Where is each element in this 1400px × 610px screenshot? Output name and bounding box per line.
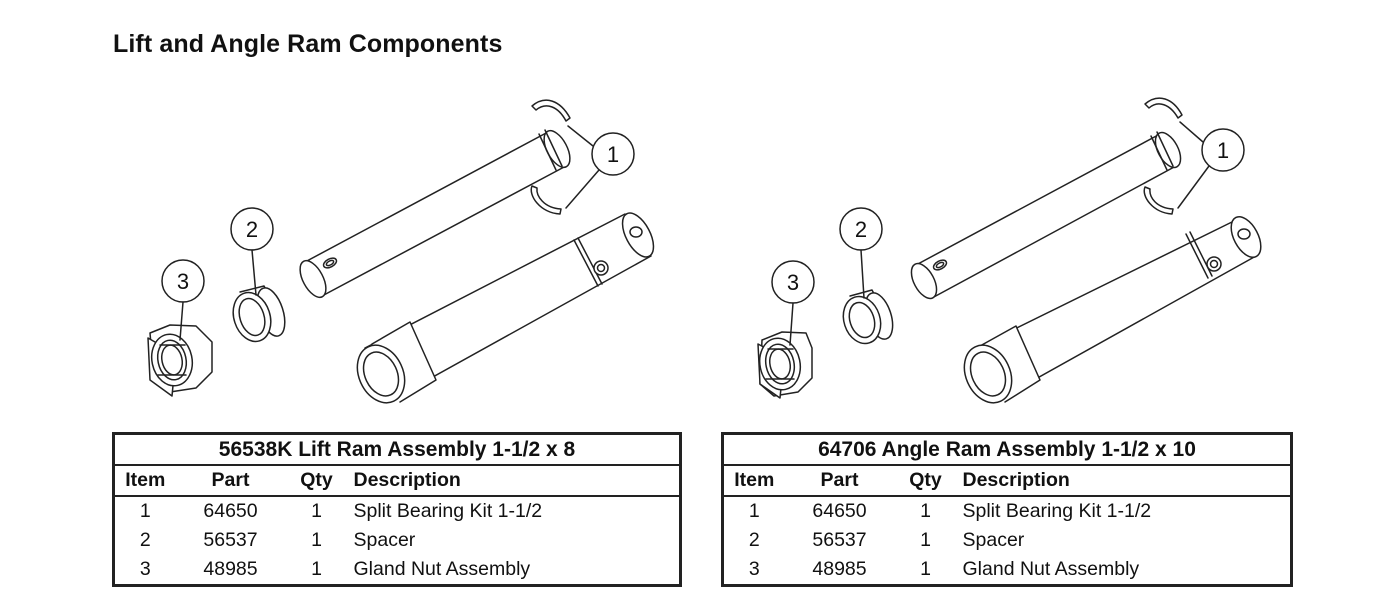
table-row: 2 56537 1 Spacer [114, 526, 681, 555]
cell-qty: 1 [311, 500, 322, 522]
column-header-description: Description [347, 465, 681, 497]
cell-item: 1 [139, 500, 151, 522]
table-row: 1 64650 1 Split Bearing Kit 1-1/2 [114, 496, 681, 526]
table-header-row: Item Part Qty Description [722, 465, 1292, 497]
svg-text:3: 3 [177, 269, 189, 294]
cell-description: Spacer [962, 529, 1025, 551]
diagram-lift: 1 2 3 [147, 99, 655, 404]
table-row: 2 56537 1 Spacer [723, 526, 1292, 555]
cell-part: 64650 [812, 500, 867, 522]
cell-description: Split Bearing Kit 1-1/2 [962, 500, 1152, 522]
cell-item: 2 [139, 529, 151, 551]
cell-part: 56537 [203, 529, 258, 551]
table-row: 3 48985 1 Gland Nut Assembly [114, 555, 681, 586]
column-header-part: Part [175, 465, 286, 497]
split-bearing-icon [530, 99, 571, 215]
cell-item: 3 [748, 558, 760, 580]
column-header-part: Part [784, 465, 895, 497]
svg-text:2: 2 [855, 217, 867, 242]
table-title: 56538K Lift Ram Assembly 1-1/2 x 8 [113, 433, 681, 466]
exploded-view-drawings: 1 2 3 [147, 97, 1262, 404]
cell-part: 56537 [812, 529, 867, 551]
cell-qty: 1 [920, 529, 931, 551]
callout-3: 3 [771, 260, 815, 346]
cell-description: Gland Nut Assembly [353, 558, 531, 580]
callout-3: 3 [161, 259, 205, 341]
spacer-icon [232, 285, 286, 343]
table-row: 1 64650 1 Split Bearing Kit 1-1/2 [723, 496, 1292, 526]
parts-table-angle-ram: 64706 Angle Ram Assembly 1-1/2 x 10 Item… [721, 432, 1293, 587]
svg-text:3: 3 [787, 270, 799, 295]
cylinder-barrel-icon [356, 212, 655, 404]
column-header-description: Description [956, 465, 1292, 497]
cell-qty: 1 [920, 558, 931, 580]
callout-1: 1 [565, 125, 635, 209]
gland-nut-icon [757, 331, 813, 399]
cell-qty: 1 [920, 500, 931, 522]
column-header-item: Item [722, 465, 785, 497]
gland-nut-icon [147, 324, 213, 397]
cell-qty: 1 [311, 558, 322, 580]
column-header-qty: Qty [894, 465, 957, 497]
table-title: 64706 Angle Ram Assembly 1-1/2 x 10 [722, 433, 1292, 466]
callout-2: 2 [230, 207, 274, 296]
cylinder-barrel-icon [963, 216, 1262, 404]
cell-description: Gland Nut Assembly [962, 558, 1140, 580]
cell-description: Split Bearing Kit 1-1/2 [353, 500, 543, 522]
cell-part: 64650 [203, 500, 258, 522]
svg-text:1: 1 [1217, 138, 1229, 163]
cell-item: 1 [748, 500, 760, 522]
callout-2: 2 [839, 207, 883, 299]
piston-rod-icon [299, 129, 571, 299]
parts-table-lift-ram: 56538K Lift Ram Assembly 1-1/2 x 8 Item … [112, 432, 682, 587]
spacer-icon [842, 289, 894, 345]
split-bearing-icon [1143, 97, 1183, 215]
page-title: Lift and Angle Ram Components [113, 30, 503, 58]
table-row: 3 48985 1 Gland Nut Assembly [723, 555, 1292, 586]
svg-text:2: 2 [246, 217, 258, 242]
cell-item: 3 [139, 558, 151, 580]
svg-text:1: 1 [607, 142, 619, 167]
cell-item: 2 [748, 529, 760, 551]
callout-1: 1 [1177, 121, 1245, 209]
column-header-item: Item [113, 465, 176, 497]
column-header-qty: Qty [285, 465, 348, 497]
cell-qty: 1 [311, 529, 322, 551]
cell-part: 48985 [203, 558, 258, 580]
piston-rod-icon [910, 131, 1182, 300]
cell-description: Spacer [353, 529, 416, 551]
cell-part: 48985 [812, 558, 867, 580]
diagram-angle: 1 2 3 [757, 97, 1262, 404]
table-header-row: Item Part Qty Description [113, 465, 681, 497]
